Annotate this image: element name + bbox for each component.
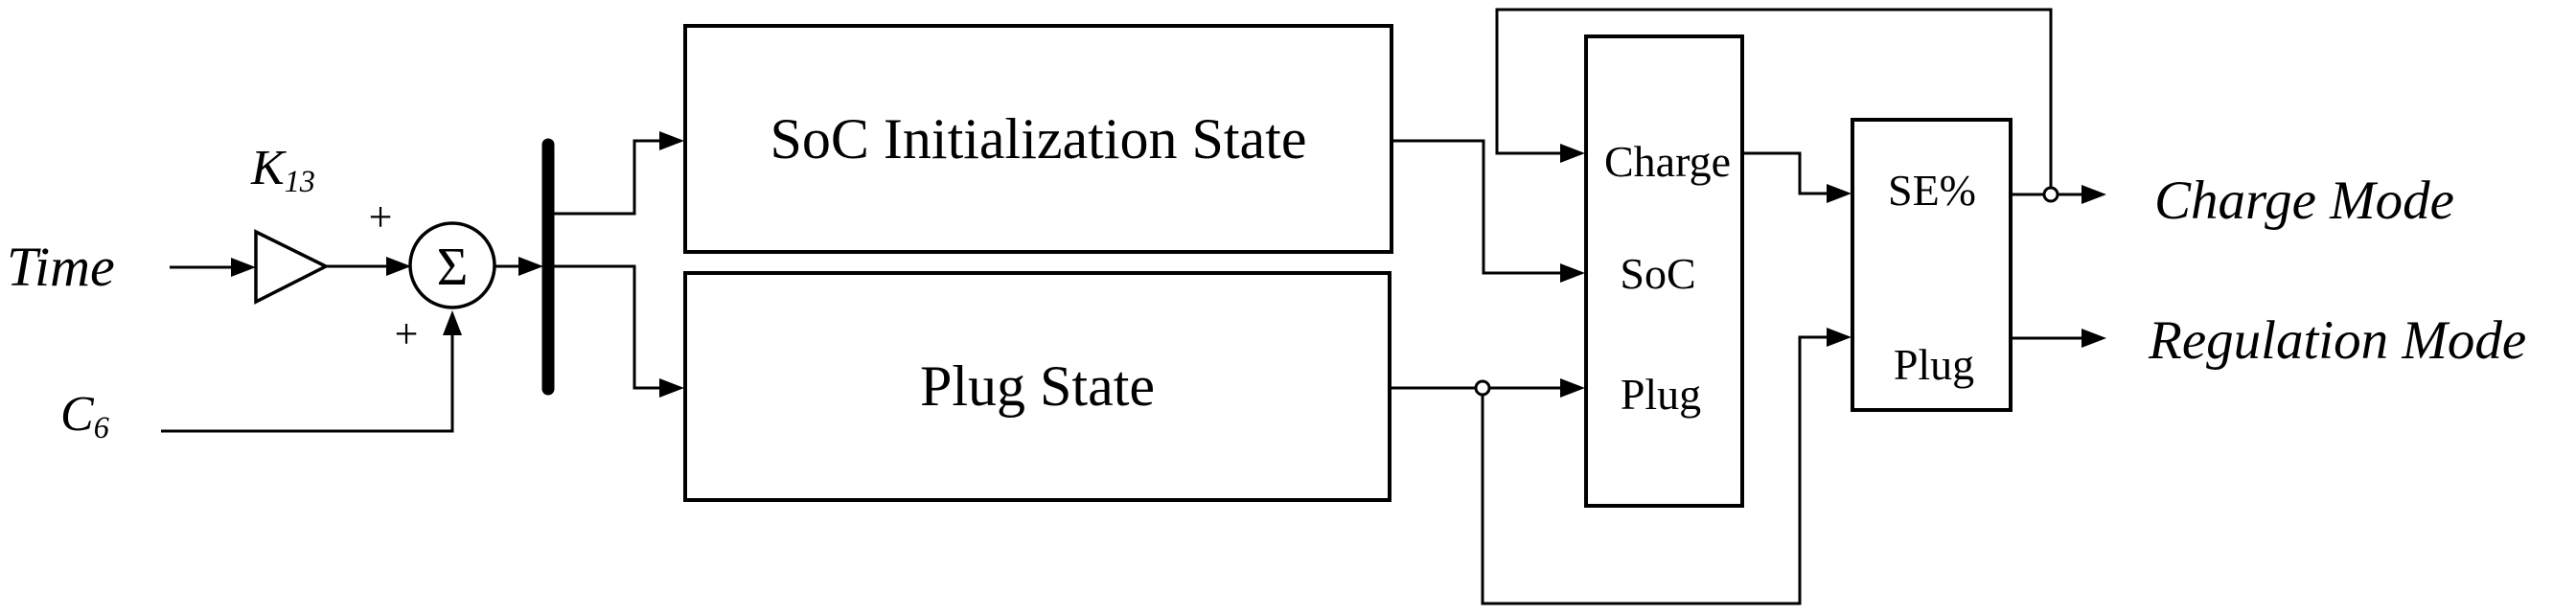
arrow-into-bus [518, 257, 543, 276]
mode-port-plug-label: Plug [1893, 340, 1975, 389]
arrow-regulation-mode [2082, 329, 2106, 348]
arrow-into-plug-box [659, 378, 684, 398]
time-text: Time [7, 236, 115, 298]
c6-base-text: C [60, 387, 94, 442]
plug-state-label: Plug State [919, 354, 1155, 418]
bus-to-soc-wire [554, 139, 661, 216]
arrow-charge-mode [2082, 185, 2106, 204]
arrowheads [231, 131, 2106, 398]
gain-triangle [254, 229, 330, 305]
soc-initialization-label: SoC Initialization State [770, 106, 1307, 171]
arrow-into-se-top [1827, 184, 1852, 203]
charge-to-se-wire [1742, 151, 1828, 195]
soc-initialization-block [683, 24, 1393, 254]
charge-mode-output-label: Charge Mode [2154, 171, 2454, 231]
plug-state-block [683, 271, 1392, 502]
chart-input-soc-label: SoC [1620, 249, 1696, 298]
arrow-into-gain [231, 258, 256, 277]
chart-block [1584, 34, 1744, 508]
bus-to-plug-wire [554, 264, 661, 390]
gain-label: K13 [251, 141, 315, 197]
arrow-into-chart-charge [1560, 144, 1585, 163]
plug-branch-dot [1474, 379, 1491, 397]
arrow-into-sum-bottom [443, 310, 462, 335]
soc-out-wire [1392, 139, 1562, 275]
arrow-into-chart-soc [1560, 263, 1585, 283]
sum-plus-bottom: + [394, 310, 419, 357]
arrow-into-chart-plug [1560, 378, 1585, 398]
c6-input-label: C6 [60, 387, 109, 444]
chart-input-plug-label: Plug [1620, 370, 1702, 419]
gain-base-text: K [251, 141, 285, 195]
mode-block [1851, 118, 2012, 412]
c6-input-wire [161, 318, 454, 433]
c6-subscript: 6 [93, 410, 109, 445]
gain-subscript: 13 [284, 164, 315, 199]
arrow-into-se-bottom [1827, 328, 1852, 347]
charge-feedback-wire [1495, 8, 2053, 194]
mode-port-se-label: SE% [1888, 166, 1976, 215]
charge-branch-dot [2042, 186, 2059, 203]
arrow-into-soc-box [659, 131, 684, 150]
sum-junction-circle [408, 221, 496, 309]
sum-sigma-symbol: Σ [436, 238, 469, 297]
chart-input-charge-label: Charge [1603, 137, 1732, 186]
arrow-into-sum [386, 257, 411, 276]
sum-plus-top: + [368, 194, 393, 240]
time-input-label: Time [7, 239, 115, 295]
plug-feedback-wire [1481, 335, 1828, 605]
regulation-mode-output-label: Regulation Mode [2149, 310, 2527, 371]
